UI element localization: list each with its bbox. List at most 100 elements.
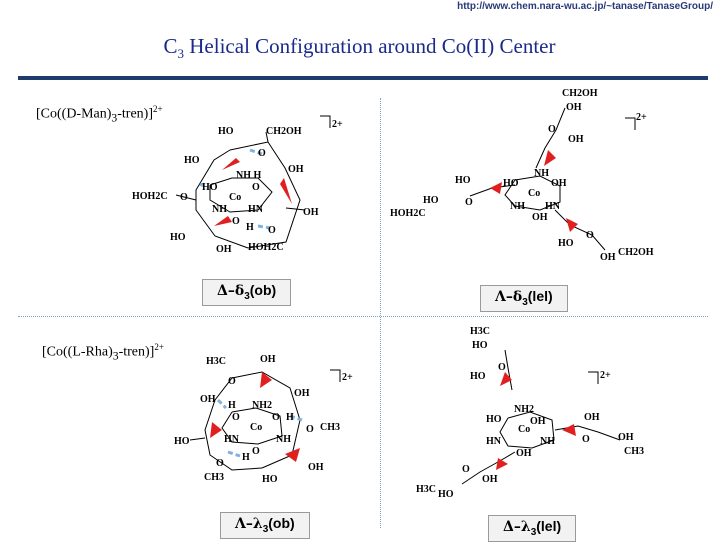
q2-wedge [566,218,578,232]
q2-o: O [548,124,556,135]
q3-hydrogen-bond [216,398,228,410]
q1-charge: 2+ [332,119,343,130]
q2-structure: CH2OH OH O OH 2+ NH HO HO OH Co HO O NH … [390,88,654,263]
q1-hydrogen-bond [199,182,209,190]
q4-oh: OH [482,474,498,485]
q2-hoh2c: HOH2C [390,208,426,219]
man-label-sub: 3 [111,111,118,125]
q3-wedge [210,422,222,438]
q1-charge-bracket [320,115,331,128]
q2-co: Co [528,188,540,199]
q4-oh: OH [530,416,546,427]
q3-ho: HO [174,436,190,447]
q1-hoh2c: HOH2C [248,242,284,253]
man-label-pre: [Co((D-Man) [36,106,112,122]
compound-label-man: [Co((D-Man)3-tren)]2+ [36,104,163,124]
q3-co: Co [250,422,262,433]
q4-wedge [500,372,512,386]
q2-ho: HO [423,195,439,206]
q3-h: H [242,452,250,463]
q3-hydrogen-bond [227,450,241,458]
q3-o: O [306,424,314,435]
title-rule [18,76,708,80]
q2-o: O [465,197,473,208]
caption-q1: Δ–δ3(ob) [202,279,292,306]
q4-ho: HO [472,340,488,351]
q2-oh: OH [568,134,584,145]
q3-oh: OH [308,462,324,473]
q3-oh: OH [294,388,310,399]
q4-o: O [498,362,506,373]
q3-ring-b [204,377,263,471]
q1-oh: OH [303,207,319,218]
q2-ring-c [554,209,606,251]
q3-oh: OH [260,354,276,365]
q3-charge: 2+ [342,372,353,383]
q1-o: O [252,182,260,193]
q4-o: O [462,464,470,475]
q4-ho: HO [486,414,502,425]
q3-o: O [252,446,260,457]
q1-ho: HO [218,126,234,137]
page-title: C3 Helical Configuration around Co(II) C… [0,34,719,62]
q4-ho: HO [470,371,486,382]
q2-wedge [490,182,502,194]
q1-ring-a [229,141,301,249]
q3-ch3: CH3 [320,422,340,433]
q1-o: O [268,225,276,236]
q1-sub: 3 [244,290,250,302]
q4-core [499,411,555,449]
q1-bond [175,194,197,201]
q1-core [209,177,273,213]
q2-oh: OH [551,178,567,189]
q1-suffix: (ob) [249,282,277,298]
q2-ch2oh: CH2OH [562,88,598,99]
q3-nh: NH [276,434,291,445]
q3-ring-a [231,371,301,469]
q3-core [221,407,283,445]
caption-q2: Λ–δ3(lel) [480,285,568,312]
caption-q3: Λ–λ3(ob) [220,512,310,539]
q1-hoh2c: HOH2C [132,191,168,202]
q1-bond [285,207,306,211]
q2-charge-bracket [625,117,636,130]
q4-o: O [582,434,590,445]
q2-wedge [544,150,556,166]
q4-h3c: H3C [470,326,490,337]
q1-oh: OH [288,164,304,175]
q4-nh: NH [540,436,555,447]
q3-o: O [232,412,240,423]
q2-oh: OH [566,102,582,113]
q4-wedge [562,424,576,436]
q3-sub: 3 [262,523,269,535]
q4-structure: H3C HO O HO 2+ NH2 HO OH OH Co O OH HN N… [416,326,644,500]
source-url[interactable]: http://www.chem.nara-wu.ac.jp/~tanase/Ta… [457,1,713,12]
q1-wedge [280,178,292,204]
q4-charge-bracket [588,371,599,384]
q4-symbol: Δ–λ [503,519,531,535]
q2-ho: HO [503,178,519,189]
title-rest: Helical Configuration around Co(II) Cent… [184,34,556,58]
q4-nh2: NH2 [514,404,534,415]
q2-charge: 2+ [636,112,647,123]
q1-bond [265,131,269,143]
q1-ho: HO [202,182,218,193]
man-label-post: -tren)] [117,106,154,122]
q3-suffix: (ob) [268,515,295,531]
q3-wedge [285,448,300,462]
rha-label-charge: 2+ [154,342,164,352]
caption-q4: Δ–λ3(lel) [488,515,577,542]
q1-h: H [246,222,254,233]
q3-nh2: NH2 [252,400,272,411]
q4-ho: HO [438,489,454,500]
q1-hn: HN [248,204,264,215]
q3-structure: H3C OH O OH 2+ OH H NH2 O O H Co O CH3 H… [174,354,353,485]
q3-ho: HO [262,474,278,485]
q2-hn: HN [545,201,561,212]
q1-nh-h: NH H [236,170,262,181]
q3-hydrogen-bond [289,414,303,422]
q3-oh: OH [200,394,216,405]
q2-sub: 3 [522,296,528,308]
q3-h: H [228,400,236,411]
